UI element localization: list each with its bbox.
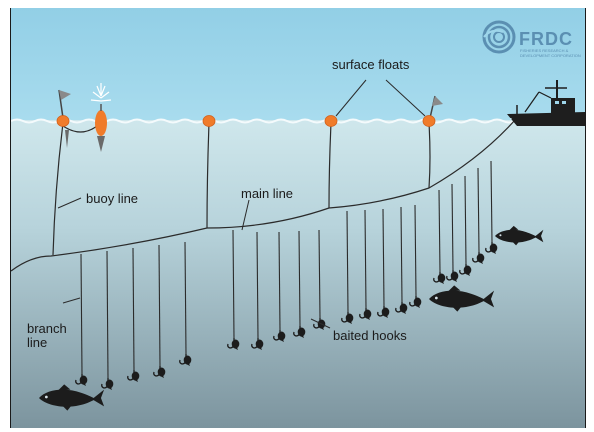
sea	[11, 120, 585, 428]
label-baited-hooks: baited hooks	[333, 328, 407, 343]
sky	[11, 8, 585, 122]
longline-scene	[11, 8, 585, 428]
label-branch-line-2: line	[27, 335, 47, 350]
diagram-frame: FRDC FISHERIES RESEARCH & DEVELOPMENT CO…	[10, 8, 586, 428]
label-buoy-line: buoy line	[86, 191, 138, 206]
logo-name: FRDC	[519, 29, 573, 50]
logo-tagline-line-2: DEVELOPMENT CORPORATION	[520, 53, 581, 58]
label-main-line: main line	[241, 186, 293, 201]
label-branch-line-1: branch	[27, 321, 67, 336]
label-surface-floats: surface floats	[332, 57, 409, 72]
